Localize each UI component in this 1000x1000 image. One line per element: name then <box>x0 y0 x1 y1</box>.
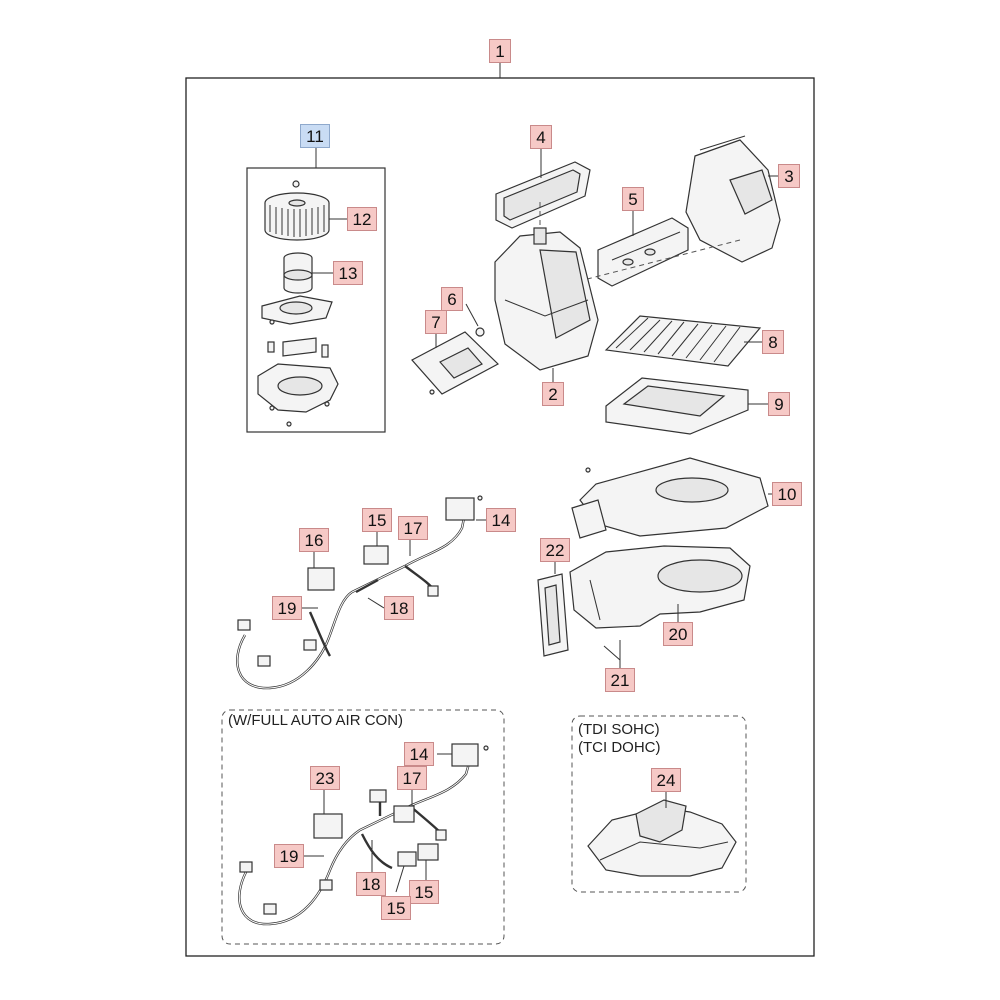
callout-17[interactable]: 17 <box>398 516 428 540</box>
callout-3[interactable]: 3 <box>778 164 800 188</box>
duct-24 <box>587 799 737 877</box>
callout-19[interactable]: 19 <box>274 844 304 868</box>
callout-2[interactable]: 2 <box>542 382 564 406</box>
callout-13[interactable]: 13 <box>333 261 363 285</box>
air-duct-5 <box>597 217 689 287</box>
option-note-tci: (TCI DOHC) <box>578 739 661 756</box>
blower-fan-wheel <box>264 180 330 241</box>
wiring-harness <box>236 495 483 690</box>
callout-23[interactable]: 23 <box>310 766 340 790</box>
wiring-harness-full-auto <box>238 743 489 926</box>
blower-housing-lower <box>257 363 339 427</box>
callout-6[interactable]: 6 <box>441 287 463 311</box>
callout-7[interactable]: 7 <box>425 310 447 334</box>
callout-11[interactable]: 11 <box>300 124 330 148</box>
callout-18[interactable]: 18 <box>356 872 386 896</box>
callout-20[interactable]: 20 <box>663 622 693 646</box>
cabin-air-filter <box>604 315 762 367</box>
callout-16[interactable]: 16 <box>299 528 329 552</box>
callout-1[interactable]: 1 <box>489 39 511 63</box>
callout-17[interactable]: 17 <box>397 766 427 790</box>
callout-12[interactable]: 12 <box>347 207 377 231</box>
intake-duct <box>685 135 781 263</box>
callout-8[interactable]: 8 <box>762 330 784 354</box>
callout-10[interactable]: 10 <box>772 482 802 506</box>
callout-14[interactable]: 14 <box>486 508 516 532</box>
heater-case <box>494 227 599 371</box>
callout-4[interactable]: 4 <box>530 125 552 149</box>
callout-21[interactable]: 21 <box>605 668 635 692</box>
callout-22[interactable]: 22 <box>540 538 570 562</box>
upper-housing <box>571 457 769 539</box>
callout-19[interactable]: 19 <box>272 596 302 620</box>
callout-5[interactable]: 5 <box>622 187 644 211</box>
option-note-tdi: (TDI SOHC) <box>578 721 660 738</box>
option-note-full-auto: (W/FULL AUTO AIR CON) <box>228 712 404 729</box>
callout-15[interactable]: 15 <box>362 508 392 532</box>
full-auto-option-box <box>221 709 505 945</box>
callout-15[interactable]: 15 <box>381 896 411 920</box>
blower-motor <box>283 252 313 294</box>
callout-24[interactable]: 24 <box>651 768 681 792</box>
callout-15[interactable]: 15 <box>409 880 439 904</box>
filter-frame <box>605 377 749 435</box>
callout-18[interactable]: 18 <box>384 596 414 620</box>
callout-9[interactable]: 9 <box>768 392 790 416</box>
lower-housing <box>569 545 751 629</box>
mode-actuator <box>411 331 500 395</box>
callout-14[interactable]: 14 <box>404 742 434 766</box>
